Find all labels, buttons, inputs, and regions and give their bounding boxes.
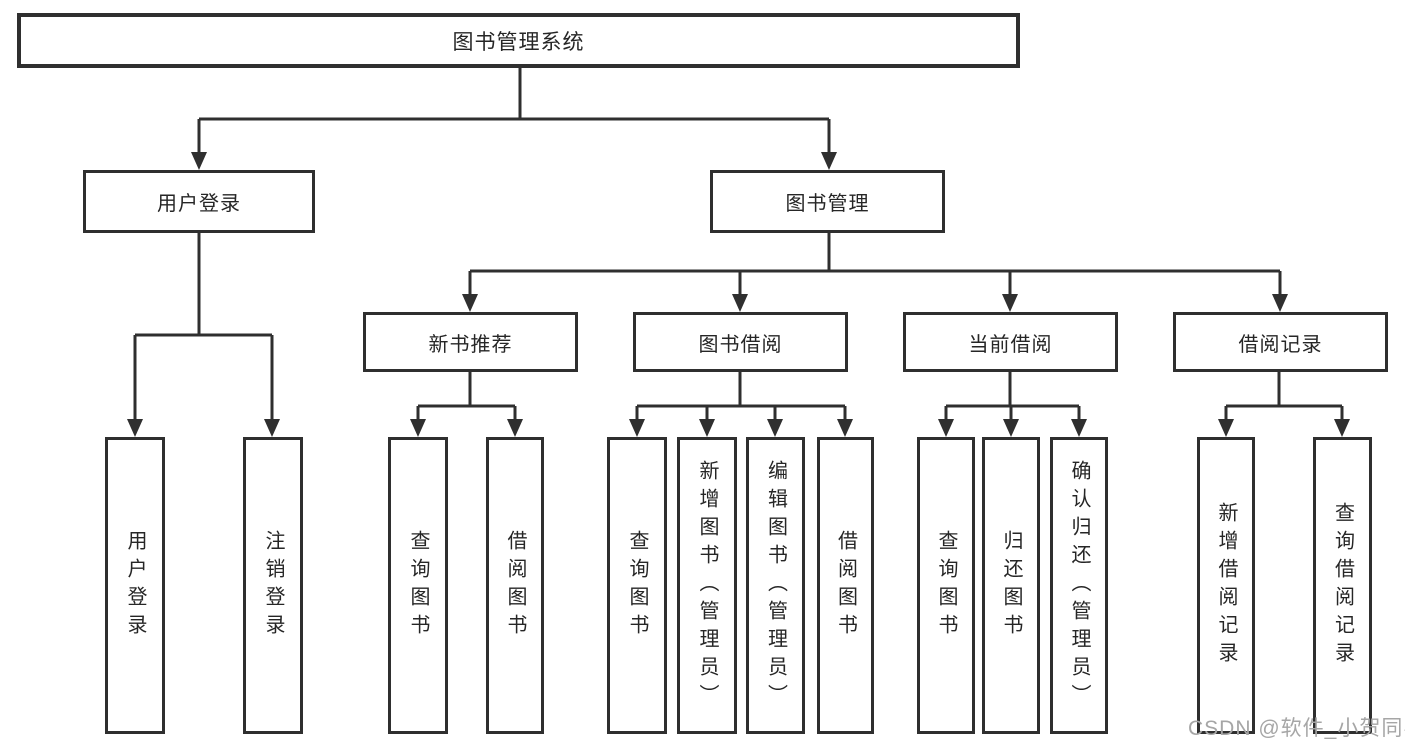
node-borrowing-records-label: 借阅记录 (1238, 333, 1323, 356)
node-borrowing-records: 借阅记录 (1173, 312, 1388, 372)
leaf-user-login: 用户登录 (105, 437, 165, 734)
leaf-query-books-borrow: 查询图书 (607, 437, 667, 734)
leaf-query-books-recommend-label: 查询图书 (407, 529, 429, 642)
node-user-login-label: 用户登录 (157, 193, 241, 215)
leaf-query-books-borrow-label: 查询图书 (626, 529, 648, 642)
node-book-management-label: 图书管理 (785, 193, 870, 215)
leaf-borrow-books-recommend: 借阅图书 (486, 437, 544, 734)
node-book-borrowing: 图书借阅 (633, 312, 848, 372)
leaf-borrow-books: 借阅图书 (817, 437, 874, 734)
leaf-confirm-return-admin-label: 确认归还（管理员） (1068, 459, 1090, 712)
node-book-management: 图书管理 (710, 170, 945, 233)
tree-edges (133, 68, 1344, 423)
node-new-book-recommendation: 新书推荐 (363, 312, 578, 372)
root-node-library-system: 图书管理系统 (17, 13, 1020, 68)
csdn-watermark: CSDN @软件_小贺同学 (1188, 717, 1405, 740)
root-node-label: 图书管理系统 (452, 30, 585, 54)
leaf-add-borrow-record-label: 新增借阅记录 (1215, 501, 1237, 670)
node-new-book-recommendation-label: 新书推荐 (428, 333, 513, 356)
leaf-return-books-label: 归还图书 (1000, 529, 1022, 642)
leaf-query-borrow-record-label: 查询借阅记录 (1331, 501, 1354, 670)
leaf-user-login-label: 用户登录 (124, 529, 146, 642)
leaf-edit-books-admin: 编辑图书（管理员） (746, 437, 805, 734)
leaf-add-books-admin-label: 新增图书（管理员） (696, 459, 718, 712)
leaf-query-books-current: 查询图书 (917, 437, 975, 734)
leaf-confirm-return-admin: 确认归还（管理员） (1050, 437, 1108, 734)
leaf-return-books: 归还图书 (982, 437, 1040, 734)
leaf-borrow-books-label: 借阅图书 (834, 529, 857, 642)
leaf-logout: 注销登录 (243, 437, 303, 734)
node-book-borrowing-label: 图书借阅 (698, 333, 783, 356)
node-current-borrowing-label: 当前借阅 (968, 333, 1053, 356)
leaf-query-borrow-record: 查询借阅记录 (1313, 437, 1372, 734)
leaf-add-borrow-record: 新增借阅记录 (1197, 437, 1255, 734)
leaf-query-books-current-label: 查询图书 (935, 529, 957, 642)
leaf-query-books-recommend: 查询图书 (388, 437, 448, 734)
leaf-edit-books-admin-label: 编辑图书（管理员） (764, 459, 787, 712)
leaf-add-books-admin: 新增图书（管理员） (677, 437, 737, 734)
node-user-login: 用户登录 (83, 170, 315, 233)
node-current-borrowing: 当前借阅 (903, 312, 1118, 372)
leaf-borrow-books-recommend-label: 借阅图书 (504, 529, 526, 642)
arrowhead-icons (127, 152, 1350, 437)
leaf-logout-label: 注销登录 (262, 529, 284, 642)
